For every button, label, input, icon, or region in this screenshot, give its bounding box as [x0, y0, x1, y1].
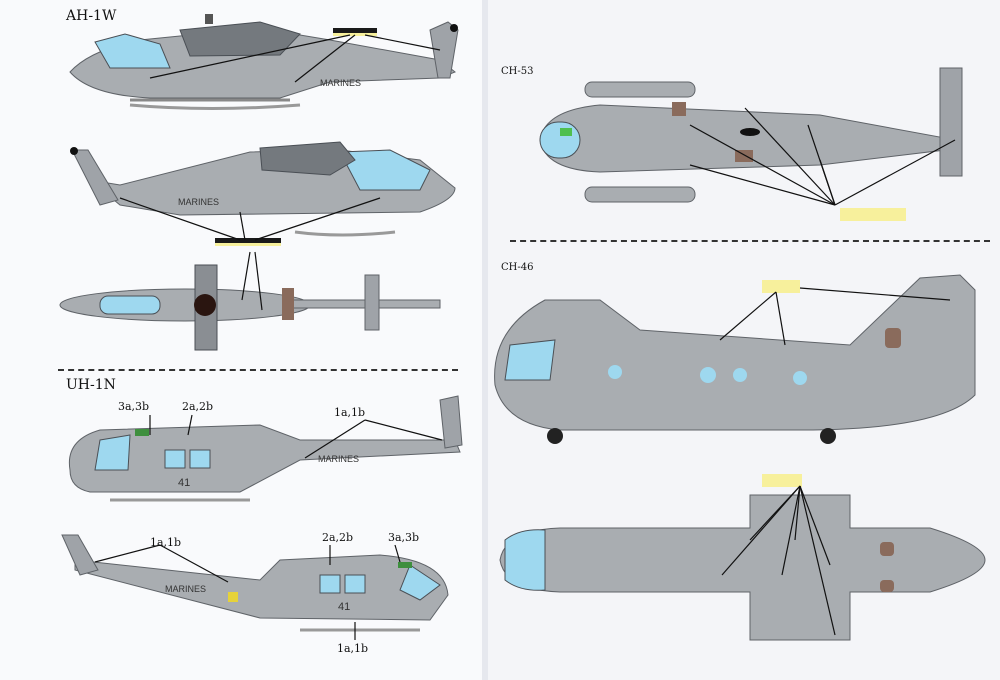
callout-1a1b-left: 1a,1b: [150, 536, 182, 549]
callout-1a1b-bottom: 1a,1b: [337, 642, 369, 655]
section-title-ch46: CH-46: [501, 262, 534, 273]
ch53-top-view: [539, 67, 963, 221]
callout-2a2b-bottom: 2a,2b: [322, 531, 354, 544]
stencil-bar: [333, 28, 377, 33]
ah1w-top-view: [59, 251, 441, 351]
svg-text:MARINES: MARINES: [165, 584, 206, 594]
svg-text:41: 41: [338, 601, 350, 613]
ah1w-engine-cowling: [179, 21, 301, 57]
section-title-ah1w: AH-1W: [66, 8, 117, 24]
callout-2a2b-top: 2a,2b: [182, 400, 214, 413]
ch46-top-view: [499, 474, 986, 641]
dashed-divider-right: [510, 240, 990, 242]
svg-text:MARINES: MARINES: [178, 197, 219, 207]
ah1w-canopy: [94, 33, 171, 69]
marines-marking: MARINES: [320, 78, 361, 88]
ah1w-side-view-right: MARINES: [69, 14, 459, 110]
callout-3a3b-top: 3a,3b: [118, 400, 150, 413]
center-gutter: [482, 0, 488, 680]
uh1n-side-view-right: MARINES 41: [68, 395, 463, 502]
section-title-uh1n: UH-1N: [66, 377, 116, 393]
callout-1a1b-top: 1a,1b: [334, 406, 366, 419]
callout-3a3b-bottom: 3a,3b: [388, 531, 420, 544]
uh1n-side-view-left: MARINES 41: [61, 534, 449, 640]
svg-text:41: 41: [178, 477, 190, 489]
ah1w-tail-fin: [429, 21, 459, 79]
dashed-divider-left: [58, 369, 458, 371]
tail-rotor-hub: [450, 24, 458, 32]
ch46-side-view: [494, 274, 976, 444]
section-title-ch53: CH-53: [501, 66, 534, 77]
ah1w-skid: [129, 103, 301, 110]
ah1w-side-view-left: MARINES: [70, 141, 456, 246]
svg-text:MARINES: MARINES: [318, 454, 359, 464]
